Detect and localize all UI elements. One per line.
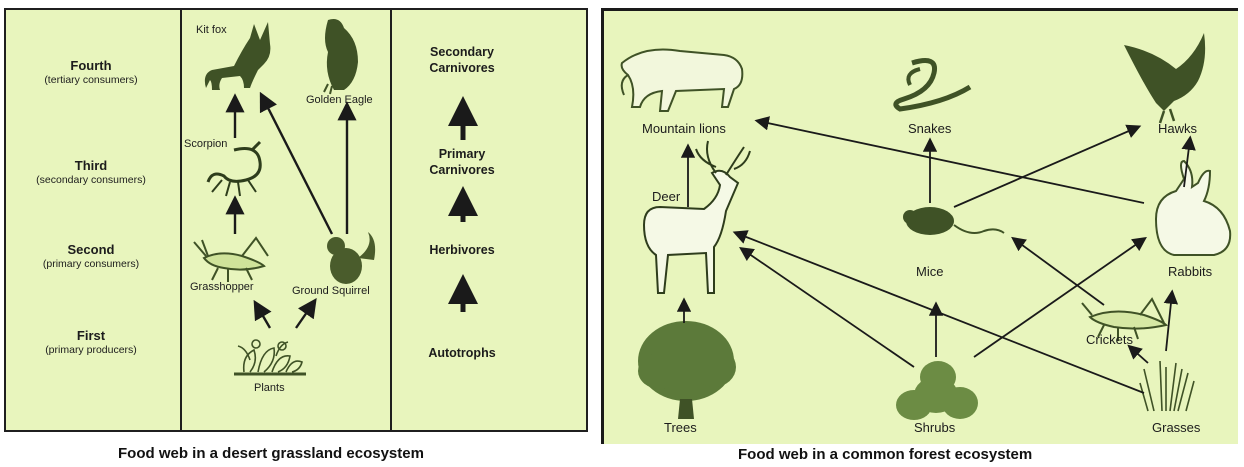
autotrophs-label: Autotrophs (367, 345, 557, 361)
plants-label: Plants (254, 382, 285, 394)
plants-icon (234, 340, 306, 374)
grasshopper-icon (194, 238, 268, 282)
snake-icon (896, 61, 970, 109)
grasses-icon (1140, 361, 1194, 411)
desert-food-web-panel: Fourth(tertiary consumers) Third(seconda… (4, 8, 588, 432)
deer-icon (644, 141, 750, 293)
trees-label: Trees (664, 420, 697, 435)
hawk-icon (1124, 33, 1205, 123)
forest-illustrations (604, 11, 1241, 447)
kit-fox-label: Kit fox (196, 24, 227, 36)
scorpion-icon (208, 142, 260, 196)
crickets-label: Crickets (1086, 332, 1133, 347)
forest-arrows (684, 121, 1190, 393)
mountain-lion-icon (622, 50, 743, 112)
shrubs-icon (896, 361, 978, 420)
desert-caption: Food web in a desert grassland ecosystem (118, 445, 424, 462)
shrubs-label: Shrubs (914, 420, 955, 435)
grasshopper-label: Grasshopper (190, 281, 254, 293)
golden-eagle-icon (324, 19, 358, 94)
mouse-icon (903, 207, 1004, 235)
forest-caption: Food web in a common forest ecosystem (738, 446, 1032, 463)
snakes-label: Snakes (908, 121, 951, 136)
deer-label: Deer (652, 189, 680, 204)
forest-food-web-panel: Mountain lions Snakes Hawks Deer Mice Ra… (601, 8, 1238, 444)
scorpion-label: Scorpion (184, 138, 227, 150)
ground-squirrel-icon (327, 232, 375, 284)
rabbit-icon (1156, 161, 1230, 255)
hawks-label: Hawks (1158, 121, 1197, 136)
mountain-lions-label: Mountain lions (642, 121, 726, 136)
ground-squirrel-label: Ground Squirrel (292, 285, 370, 297)
herbivores-label: Herbivores (367, 242, 557, 258)
golden-eagle-label: Golden Eagle (306, 94, 373, 106)
mice-label: Mice (916, 264, 943, 279)
tree-icon (638, 321, 736, 419)
grasses-label: Grasses (1152, 420, 1200, 435)
rabbits-label: Rabbits (1168, 264, 1212, 279)
